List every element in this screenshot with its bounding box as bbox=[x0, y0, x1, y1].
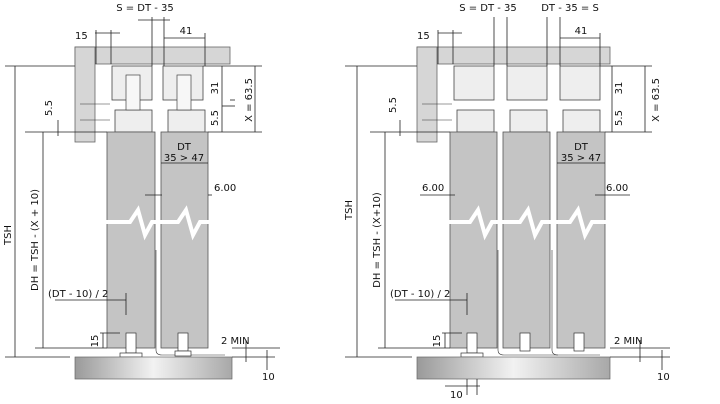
dim-5.5-left-label: 5.5 bbox=[44, 100, 55, 116]
dim-10-bottom-label: 10 bbox=[450, 390, 463, 401]
s-formula-2-label: DT - 35 = S bbox=[541, 3, 599, 14]
dh-formula-label: DH = TSH - (X + 10) bbox=[30, 189, 41, 291]
floor-guide bbox=[125, 332, 137, 354]
roller-carriage bbox=[167, 109, 206, 133]
dim-6.00-left-label: 6.00 bbox=[422, 183, 444, 194]
wall-bracket bbox=[74, 46, 96, 143]
dt-label: DT bbox=[177, 142, 192, 153]
door-panel bbox=[449, 131, 498, 349]
three-door-panel: S = DT - 35 DT - 35 = S 15 41 31 X = 63.… bbox=[344, 3, 670, 401]
dim-31-label: 31 bbox=[614, 82, 625, 95]
floor bbox=[74, 356, 233, 380]
floor-guide bbox=[177, 332, 189, 352]
door-panel bbox=[556, 131, 606, 349]
dim-41-label: 41 bbox=[180, 26, 193, 37]
floor-guide bbox=[519, 332, 531, 352]
dim-6.00-label: 6.00 bbox=[606, 183, 628, 194]
roller-carriage bbox=[114, 109, 153, 133]
dh-formula-label: DH = TSH - (X+10) bbox=[372, 192, 383, 288]
s-formula-label: S = DT - 35 bbox=[459, 3, 517, 14]
dim-15-bottom-label: 15 bbox=[432, 335, 443, 348]
roller-carriage bbox=[456, 109, 495, 133]
break-line bbox=[440, 205, 612, 241]
offset-formula-label: (DT - 10) / 2 bbox=[48, 289, 108, 300]
floor-guide bbox=[466, 332, 478, 354]
dim-15-label: 15 bbox=[417, 31, 430, 42]
dim-31-label: 31 bbox=[210, 82, 221, 95]
door-panel bbox=[106, 131, 156, 349]
dt-range-label: 35 > 47 bbox=[561, 153, 601, 164]
ceiling-beam bbox=[74, 46, 231, 65]
dim-41-label: 41 bbox=[575, 26, 588, 37]
door-panel bbox=[160, 131, 209, 349]
min-gap-label: 2 MIN bbox=[614, 336, 643, 347]
dim-5.5-right-label: 5.5 bbox=[210, 110, 221, 126]
track-profile bbox=[559, 65, 601, 101]
track-profile bbox=[506, 65, 548, 101]
dim-x-label: X = 63.5 bbox=[651, 78, 662, 122]
floor-guide bbox=[573, 332, 585, 352]
dim-5.5-left-label: 5.5 bbox=[388, 97, 399, 113]
floor bbox=[416, 356, 611, 380]
s-formula-label: S = DT - 35 bbox=[116, 3, 174, 14]
offset-formula-label: (DT - 10) / 2 bbox=[390, 289, 450, 300]
ceiling-beam bbox=[416, 46, 611, 65]
dim-6.00-label: 6.00 bbox=[214, 183, 236, 194]
wall-bracket bbox=[416, 46, 438, 143]
dim-x-label: X = 63.5 bbox=[244, 78, 255, 122]
door-panel bbox=[502, 131, 551, 349]
dt-label: DT bbox=[574, 142, 589, 153]
roller-carriage bbox=[562, 109, 601, 133]
tsh-label: TSH bbox=[3, 225, 14, 246]
dim-15-bottom-label: 15 bbox=[90, 335, 101, 348]
min-gap-label: 2 MIN bbox=[221, 336, 250, 347]
break-line bbox=[100, 205, 215, 241]
track-profile bbox=[453, 65, 495, 101]
roller-carriage bbox=[509, 109, 548, 133]
dim-10-label: 10 bbox=[262, 372, 275, 383]
dim-10-label: 10 bbox=[657, 372, 670, 383]
dim-15-label: 15 bbox=[75, 31, 88, 42]
tsh-label: TSH bbox=[344, 200, 355, 221]
two-door-panel: S = DT - 35 15 41 31 X = 63.5 5.5 5.5 DT… bbox=[3, 3, 280, 383]
dim-5.5-right-label: 5.5 bbox=[614, 110, 625, 126]
dt-range-label: 35 > 47 bbox=[164, 153, 204, 164]
